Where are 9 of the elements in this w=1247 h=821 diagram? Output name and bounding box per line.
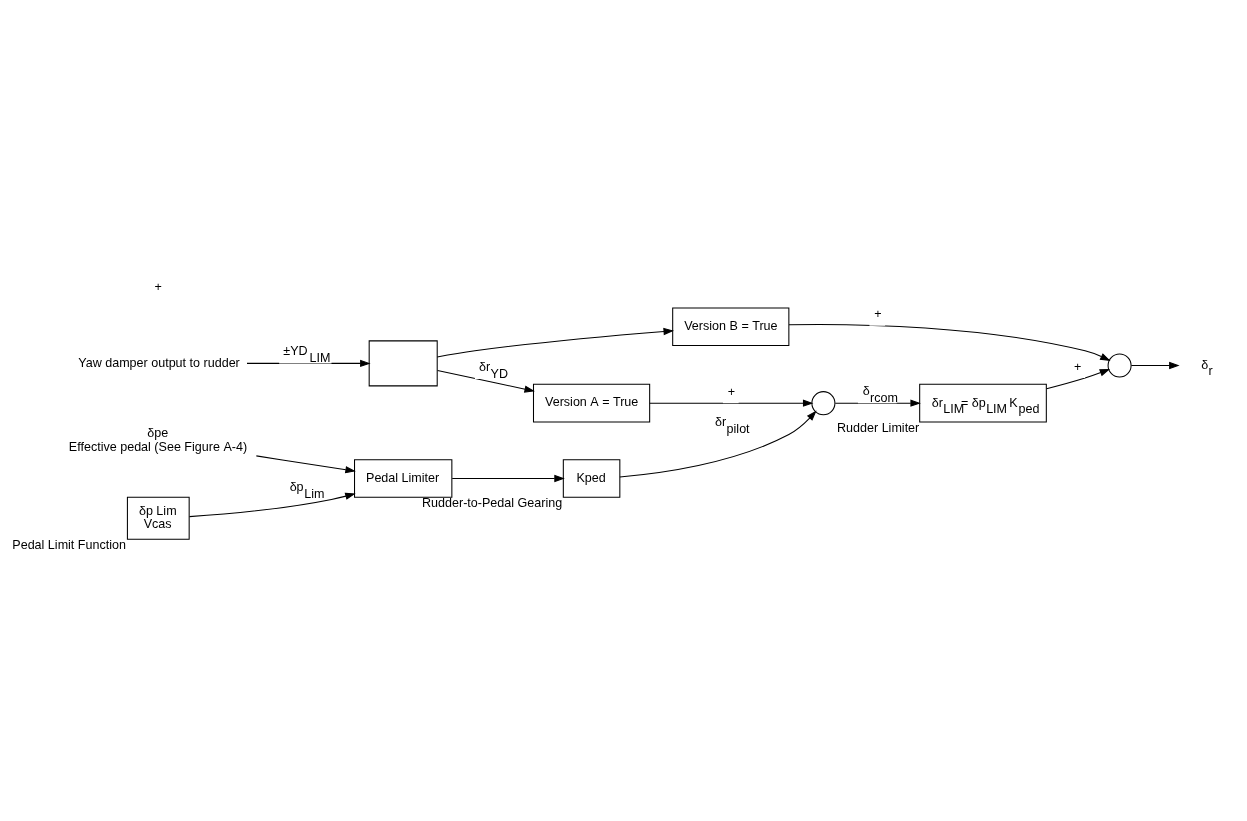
node-label: Rudder-to-Pedal Gearing	[422, 495, 563, 510]
label: +	[154, 279, 162, 294]
edge-label: +	[727, 384, 735, 399]
edge-label: +	[874, 306, 882, 321]
edge-label: +	[1074, 359, 1082, 374]
node-label: Pedal Limit Function	[12, 537, 126, 552]
node-text: δpe Effective pedal (See Figure A-4)	[68, 425, 248, 454]
node-text: Yaw damper output to rudder	[78, 355, 240, 370]
node-label: Rudder Limiter	[837, 420, 920, 435]
